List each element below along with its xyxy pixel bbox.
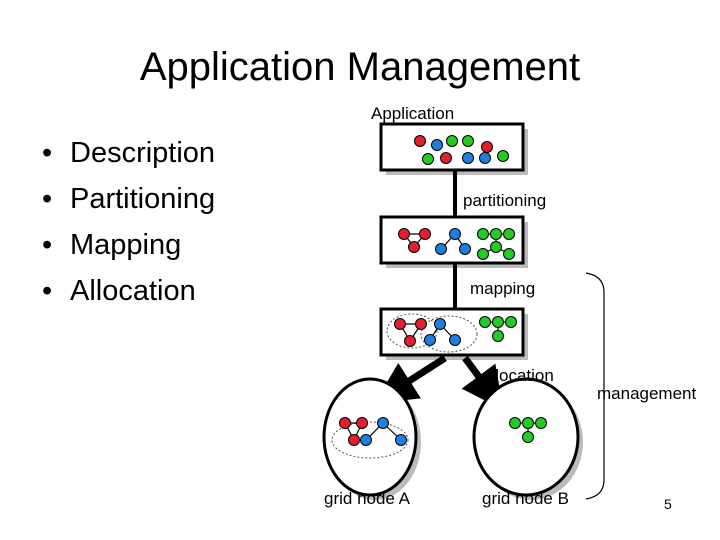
task-node	[404, 335, 416, 347]
task-node	[398, 228, 410, 240]
task-node	[535, 417, 547, 429]
task-node	[339, 417, 351, 429]
task-node	[492, 316, 504, 328]
allocation-arrow-b	[461, 355, 504, 410]
task-node	[435, 243, 447, 255]
application-tasks	[414, 135, 509, 165]
mapping-label: mapping	[470, 279, 536, 298]
bullet-item: •Mapping	[42, 229, 182, 261]
grid-node-a-label: grid node A	[324, 489, 411, 508]
task-node	[503, 228, 515, 240]
task-node	[446, 135, 458, 147]
task-node	[424, 334, 436, 346]
task-node	[449, 228, 461, 240]
mapping-group-outline	[420, 315, 478, 353]
task-node	[462, 135, 474, 147]
task-node	[415, 318, 427, 330]
bullet-text: Allocation	[70, 275, 196, 307]
task-node	[477, 248, 489, 260]
task-node	[509, 417, 521, 429]
task-node	[503, 248, 515, 260]
task-node	[505, 316, 517, 328]
task-node	[360, 434, 372, 446]
task-node	[431, 139, 443, 151]
slide-title: Application Management	[139, 45, 581, 89]
mapping-group-outline	[386, 313, 438, 349]
management-bracket	[585, 272, 605, 500]
bullet-text: Partitioning	[70, 183, 216, 215]
task-node	[497, 150, 509, 162]
allocated-tasks	[339, 417, 547, 446]
task-node	[408, 241, 420, 253]
bullet-text: Mapping	[70, 229, 182, 261]
task-node	[356, 417, 368, 429]
task-node	[522, 417, 534, 429]
bullet-item: •Description	[42, 137, 216, 169]
task-node	[479, 316, 491, 328]
task-node	[395, 434, 407, 446]
mapped-tasks	[394, 316, 517, 347]
bullet-list: •Description •Partitioning •Mapping •All…	[42, 130, 215, 314]
grid-node-b-label: grid node B	[482, 489, 569, 508]
page-number: 5	[664, 496, 672, 512]
bullet-item: •Partitioning	[42, 183, 216, 215]
task-node	[479, 152, 491, 164]
task-node	[394, 318, 406, 330]
task-node	[440, 152, 452, 164]
node-a-group-outline	[331, 421, 409, 459]
bullet-item: •Allocation	[42, 275, 196, 307]
task-node	[490, 228, 502, 240]
task-node	[414, 135, 426, 147]
task-node	[422, 153, 434, 165]
task-node	[459, 243, 471, 255]
task-node	[434, 318, 446, 330]
partitioning-label: partitioning	[463, 191, 547, 210]
task-node	[481, 141, 493, 153]
task-node	[522, 431, 534, 443]
application-label: Application	[371, 104, 455, 123]
partitioned-box	[379, 215, 525, 265]
bullet-text: Description	[70, 137, 216, 169]
task-node	[492, 330, 504, 342]
partitioned-tasks	[398, 228, 515, 260]
task-node	[477, 228, 489, 240]
task-node	[449, 334, 461, 346]
management-label: management	[597, 384, 697, 403]
task-node	[377, 417, 389, 429]
task-node	[348, 434, 360, 446]
task-node	[419, 228, 431, 240]
task-node	[462, 152, 474, 164]
allocation-label: allocation	[482, 366, 554, 385]
task-node	[490, 241, 502, 253]
allocation-arrow-a	[374, 355, 447, 404]
